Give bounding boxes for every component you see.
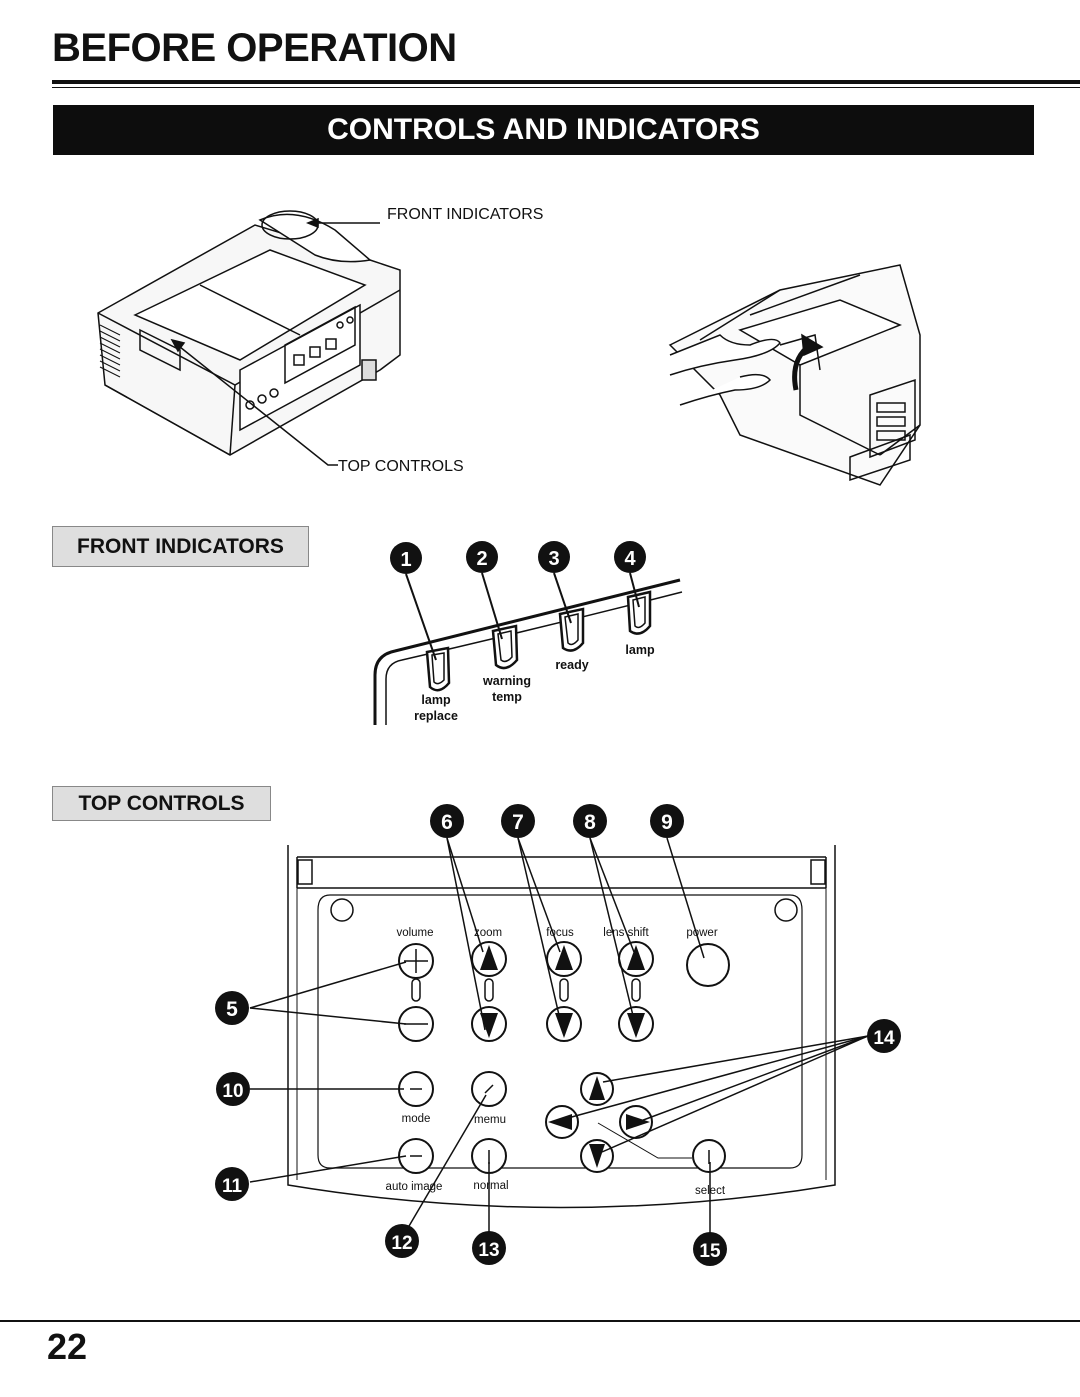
power-button[interactable] [686, 943, 730, 987]
ready-label: ready [555, 658, 588, 672]
lens-shift-down-button[interactable] [618, 1006, 654, 1042]
front-indicators-callout: FRONT INDICATORS [387, 206, 544, 223]
normal-label: normal [473, 1180, 508, 1192]
section-title: CONTROLS AND INDICATORS [327, 113, 760, 146]
focus-up-button[interactable] [546, 941, 582, 977]
lamp-replace-label-line1: lamp [421, 693, 451, 707]
svg-text:15: 15 [699, 1241, 721, 1262]
title-rule-thin [52, 87, 1080, 88]
warning-temp-label-line2: temp [492, 690, 522, 704]
mode-label: mode [402, 1113, 431, 1125]
focus-label: focus [546, 927, 574, 939]
control-number-13: 13 [472, 1231, 506, 1265]
mode-button[interactable] [398, 1071, 434, 1107]
pointer-left-button[interactable] [545, 1105, 579, 1139]
menu-button[interactable] [471, 1071, 507, 1107]
section-banner: CONTROLS AND INDICATORS [53, 105, 1034, 155]
svg-text:5: 5 [226, 998, 238, 1021]
auto-image-label: auto image [386, 1181, 443, 1193]
control-number-9: 9 [650, 804, 684, 838]
control-number-8: 8 [573, 804, 607, 838]
page-title: BEFORE OPERATION [52, 26, 457, 70]
volume-label: volume [396, 927, 433, 939]
top-controls-diagram: volume zoom focus lens shift power mode … [215, 804, 901, 1266]
svg-text:4: 4 [624, 548, 636, 570]
lens-shift-up-button[interactable] [618, 941, 654, 977]
svg-text:14: 14 [873, 1028, 895, 1049]
svg-text:2: 2 [476, 548, 487, 570]
pointer-right-button[interactable] [619, 1105, 653, 1139]
menu-label: memu [474, 1114, 506, 1126]
svg-text:8: 8 [584, 811, 596, 834]
volume-up-button[interactable] [398, 943, 434, 979]
front-indicators-diagram: 1 2 3 4 lamp replace warning [373, 541, 683, 725]
pointer-up-button[interactable] [580, 1072, 614, 1106]
zoom-down-button[interactable] [471, 1006, 507, 1042]
auto-image-button[interactable] [398, 1138, 434, 1174]
top-controls-callout: TOP CONTROLS [338, 458, 464, 475]
footer-rule [0, 1320, 1080, 1322]
front-indicators-heading-text: FRONT INDICATORS [77, 534, 284, 558]
svg-text:10: 10 [222, 1081, 243, 1102]
svg-text:1: 1 [400, 549, 411, 571]
control-number-5: 5 [215, 991, 249, 1025]
normal-button[interactable] [471, 1138, 507, 1174]
indicator-number-1: 1 [390, 542, 422, 574]
power-label: power [686, 927, 717, 939]
indicator-number-3: 3 [538, 541, 570, 573]
svg-text:13: 13 [478, 1240, 499, 1261]
zoom-label: zoom [474, 927, 502, 939]
svg-text:12: 12 [391, 1233, 412, 1254]
zoom-up-button[interactable] [471, 941, 507, 977]
control-number-12: 12 [385, 1224, 419, 1258]
select-button[interactable] [692, 1139, 726, 1173]
front-indicators-heading: FRONT INDICATORS [52, 526, 309, 567]
svg-text:7: 7 [512, 811, 524, 834]
control-number-11: 11 [215, 1167, 249, 1201]
svg-text:9: 9 [661, 811, 673, 834]
pointer-down-button[interactable] [580, 1139, 614, 1173]
projector-front-edge [373, 578, 683, 725]
control-panel-outline [287, 845, 836, 1209]
control-number-10: 10 [216, 1072, 250, 1106]
lamp-label: lamp [625, 643, 655, 657]
svg-text:6: 6 [441, 811, 453, 834]
indicator-number-4: 4 [614, 541, 646, 573]
svg-text:11: 11 [222, 1176, 243, 1197]
indicator-number-2: 2 [466, 541, 498, 573]
focus-down-button[interactable] [546, 1006, 582, 1042]
control-number-15: 15 [693, 1232, 727, 1266]
lamp-replace-label-line2: replace [414, 709, 458, 723]
projector-overview-illustration [97, 210, 921, 486]
title-rule-thick [52, 80, 1080, 84]
top-controls-heading: TOP CONTROLS [52, 786, 271, 821]
control-number-7: 7 [501, 804, 535, 838]
control-number-14: 14 [867, 1019, 901, 1053]
warning-temp-label-line1: warning [482, 674, 531, 688]
control-number-6: 6 [430, 804, 464, 838]
page-number: 22 [47, 1326, 88, 1367]
svg-text:3: 3 [548, 548, 559, 570]
top-controls-heading-text: TOP CONTROLS [78, 791, 245, 815]
